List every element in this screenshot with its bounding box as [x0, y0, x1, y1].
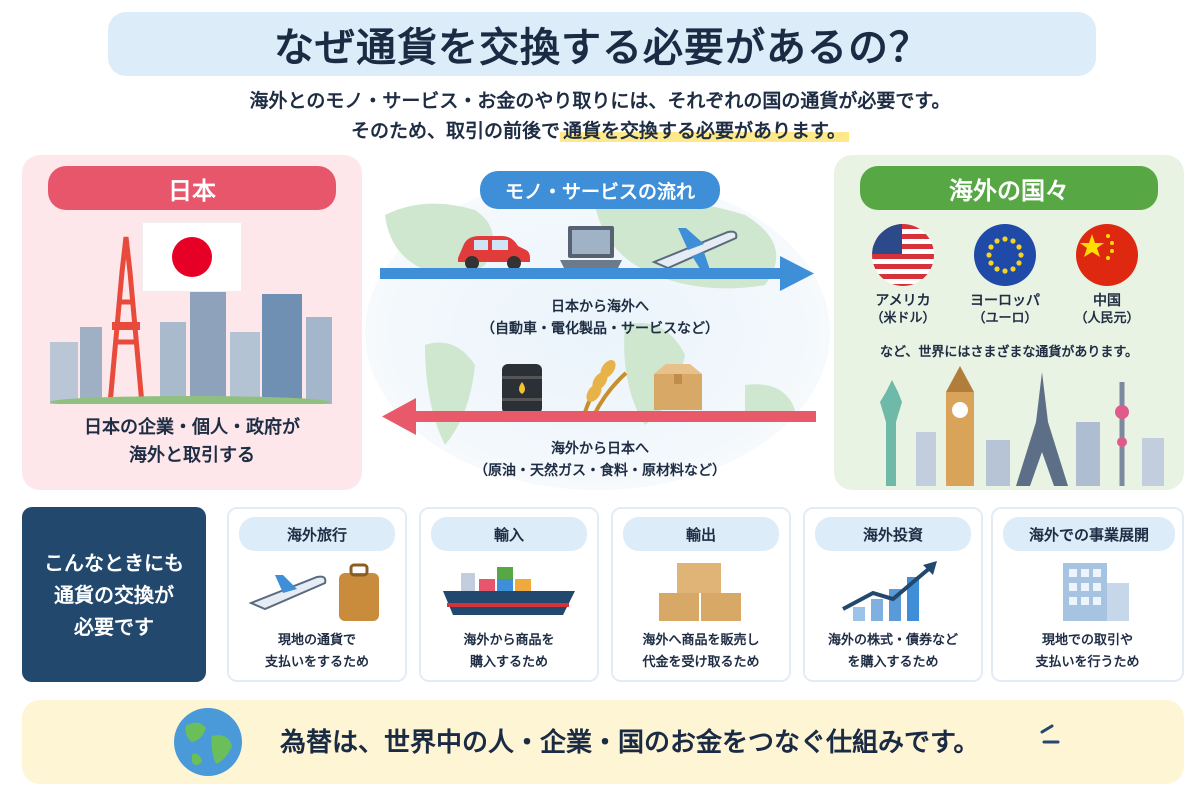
office-building-icon [1063, 563, 1129, 621]
laptop-icon [560, 226, 622, 268]
airplane-icon [651, 228, 738, 272]
country-name: アメリカ [875, 293, 931, 309]
case-desc-line-2: 代金を受け取るため [642, 655, 760, 670]
footer-message: 為替は、世界中の人・企業・国のお金をつなぐ仕組みです。 [280, 728, 980, 758]
japan-desc-line-2: 海外と取引する [129, 445, 255, 466]
globe-icon [174, 708, 242, 776]
import-flow-text: 海外から日本へ （原油・天然ガス・食料・原材料など） [420, 438, 780, 482]
case-desc: 現地の通貨で 支払いをするため [229, 630, 405, 674]
country-us: アメリカ （米ドル） [853, 292, 953, 328]
page-title: なぜ通貨を交換する必要があるの？ [274, 25, 930, 71]
overseas-label: 海外の国々 [860, 166, 1158, 210]
case-desc: 海外の株式・債券など を購入するため [805, 630, 981, 674]
case-desc-line-1: 現地での取引や [1041, 633, 1133, 648]
case-card-investment: 海外投資 海外の株式・債券など を購入するため [803, 507, 983, 682]
cases-header: こんなときにも 通貨の交換が 必要です [22, 507, 206, 682]
case-desc-line-2: 支払いをするため [264, 655, 369, 670]
japan-desc-line-1: 日本の企業・個人・政府が [84, 417, 300, 438]
japan-label: 日本 [48, 166, 336, 210]
subtitle-line-1: 海外とのモノ・サービス・お金のやり取りには、それぞれの国の通貨が必要です。 [249, 90, 951, 112]
case-card-business: 海外での事業展開 現地での取引や 支払いを行うため [991, 507, 1184, 682]
china-flag-icon [1076, 224, 1138, 286]
stacked-boxes-icon [659, 563, 741, 621]
subtitle-line-2-prefix: そのため、取引の前後で [350, 120, 560, 142]
case-desc-line-2: 購入するため [469, 655, 548, 670]
cargo-ship-icon [443, 567, 575, 615]
country-currency: （米ドル） [870, 311, 936, 326]
cardboard-box-icon [654, 364, 702, 410]
case-desc-line-2: を購入するため [847, 655, 939, 670]
country-name: 中国 [1093, 293, 1121, 309]
export-flow-text: 日本から海外へ （自動車・電化製品・サービスなど） [420, 296, 780, 340]
import-line-2: （原油・天然ガス・食料・原材料など） [474, 463, 726, 479]
case-desc-line-1: 現地の通貨で [277, 633, 356, 648]
car-icon [458, 236, 530, 270]
cases-header-line-2: 通貨の交換が [54, 582, 174, 607]
subtitle-line-2: そのため、取引の前後で通貨を交換する必要があります。 [0, 116, 1200, 146]
export-line-2: （自動車・電化製品・サービスなど） [481, 321, 719, 337]
import-line-1: 海外から日本へ [551, 441, 649, 457]
country-eu: ヨーロッパ （ユーロ） [955, 292, 1055, 328]
case-card-import: 輸入 海外から商品を 購入するため [419, 507, 599, 682]
cases-header-line-3: 必要です [74, 614, 154, 639]
case-desc-line-2: 支払いを行うため [1035, 655, 1140, 670]
case-title: 海外旅行 [239, 517, 395, 551]
case-desc-line-1: 海外へ商品を販売し [642, 633, 760, 648]
case-desc: 現地での取引や 支払いを行うため [993, 630, 1182, 674]
export-arrow-icon [380, 256, 814, 291]
country-currency: （ユーロ） [972, 311, 1038, 326]
wheat-icon [582, 359, 628, 416]
growth-chart-icon [842, 561, 937, 621]
case-desc-line-1: 海外の株式・債券など [827, 633, 958, 648]
japan-flag-icon [142, 222, 242, 292]
airplane-suitcase-icon [248, 563, 379, 621]
case-desc-line-1: 海外から商品を [463, 633, 555, 648]
country-currency: （人民元） [1074, 311, 1140, 326]
title-banner: なぜ通貨を交換する必要があるの？ [108, 12, 1096, 76]
case-title: 輸入 [431, 517, 587, 551]
cases-header-line-1: こんなときにも [44, 550, 184, 575]
world-landmarks-icon [880, 366, 1164, 486]
subtitle-highlight: 通貨を交換する必要があります。 [559, 120, 850, 142]
sparkle-marks-icon [1040, 724, 1060, 744]
case-card-export: 輸出 海外へ商品を販売し 代金を受け取るため [611, 507, 791, 682]
case-title: 海外投資 [815, 517, 971, 551]
import-arrow-icon [382, 398, 816, 435]
tokyo-skyline-icon [50, 236, 332, 404]
countries-note: など、世界にはさまざまな通貨があります。 [879, 345, 1139, 360]
country-name: ヨーロッパ [970, 293, 1040, 309]
eu-flag-icon [974, 224, 1036, 286]
subtitle: 海外とのモノ・サービス・お金のやり取りには、それぞれの国の通貨が必要です。 その… [0, 86, 1200, 146]
flow-label: モノ・サービスの流れ [480, 171, 720, 209]
japan-description: 日本の企業・個人・政府が 海外と取引する [22, 414, 362, 470]
case-title: 海外での事業展開 [1003, 517, 1175, 551]
country-china: 中国 （人民元） [1057, 292, 1157, 328]
case-desc: 海外へ商品を販売し 代金を受け取るため [613, 630, 789, 674]
us-flag-icon [872, 224, 934, 286]
case-card-travel: 海外旅行 現地の通貨で 支払いをするため [227, 507, 407, 682]
oil-barrel-icon [502, 364, 542, 414]
export-line-1: 日本から海外へ [551, 299, 649, 315]
case-title: 輸出 [623, 517, 779, 551]
case-desc: 海外から商品を 購入するため [421, 630, 597, 674]
